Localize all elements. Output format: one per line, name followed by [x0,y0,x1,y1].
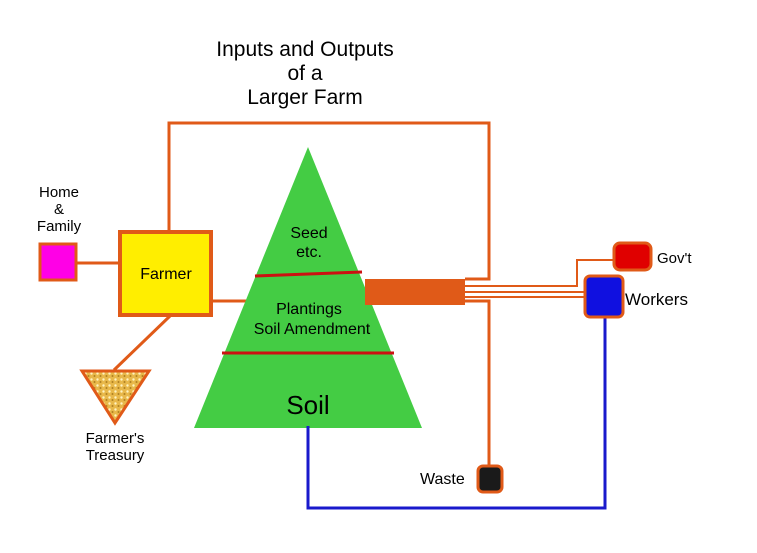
home-label-line-3: Family [37,218,82,235]
farmer-treasury-link [112,314,172,372]
seed-label-line-2: etc. [296,244,322,261]
diagram-title: Inputs and Outputs of a Larger Farm [180,38,430,110]
pyramid-divider-upper [254,270,363,278]
soil-workers-line [306,318,607,510]
farmer-label: Farmer [140,266,192,283]
waste-label: Waste [420,471,465,488]
title-line-1: Inputs and Outputs [216,38,394,61]
seed-label-line-1: Seed [290,225,327,242]
workers-label: Workers [625,290,688,309]
treasury-label-line-1: Farmer's [86,430,145,447]
soil-label: Soil [286,390,329,420]
govt-box [612,241,653,272]
farm-pyramid [194,147,422,428]
treasury-triangle [79,369,152,426]
farmer-top-loop-line [167,121,491,281]
home-family-box [38,242,78,282]
title-line-3: Larger Farm [247,86,363,109]
govt-label: Gov't [657,250,692,267]
waste-box [476,464,504,494]
output-bar [365,279,465,305]
workers-box [583,274,625,319]
output-line-govt [465,259,614,287]
farmer-box [118,230,213,317]
treasury-label-line-2: Treasury [86,447,145,464]
output-line-waste [465,299,491,466]
plantings-label-line-2: Soil Amendment [254,321,371,338]
home-label-line-1: Home [39,184,79,201]
title-line-2: of a [287,62,323,85]
home-label-line-2: & [54,201,64,218]
plantings-label-line-1: Plantings [276,301,342,318]
